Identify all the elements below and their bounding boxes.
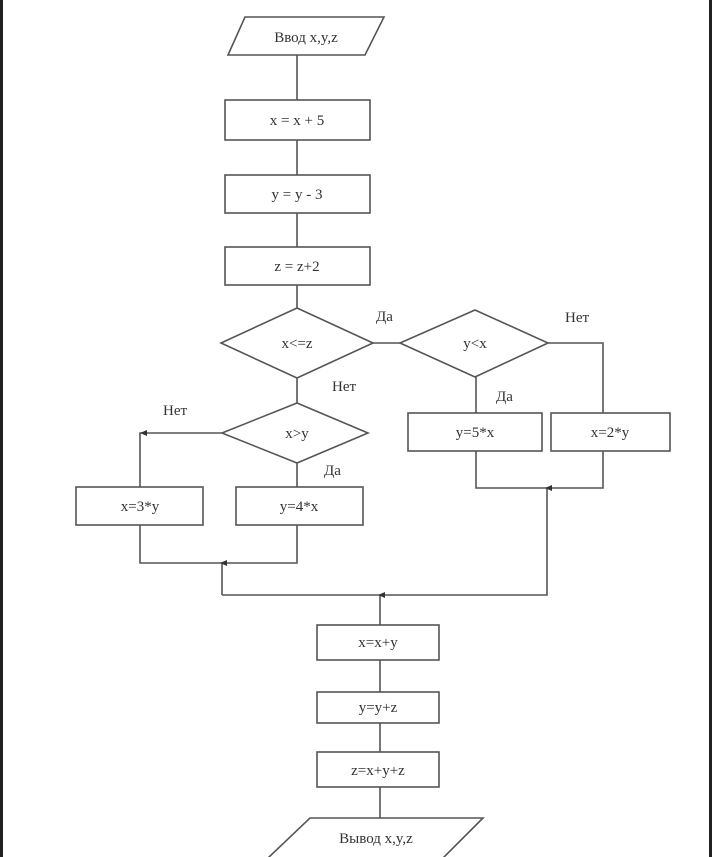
step6-label: z=x+y+z [351, 763, 405, 779]
step5-label: y=y+z [359, 700, 398, 716]
input-block: Ввод x,y,z [226, 16, 386, 56]
cond2-label: y<x [463, 336, 487, 352]
step2-label: y = y - 3 [272, 187, 323, 203]
arrow-icon [378, 592, 385, 598]
cond2-no-label: Нет [565, 310, 589, 326]
x2y-label: x=2*y [591, 425, 630, 441]
cond1-no-label: Нет [332, 379, 356, 395]
y5x-label: y=5*x [456, 425, 495, 441]
process-y4x: y=4*x [235, 486, 364, 526]
connectors [139, 55, 604, 818]
decision-x-gt-y: x>y [219, 402, 371, 464]
process-y5x: y=5*x [407, 412, 543, 452]
process-step5: y=y+z [316, 691, 440, 724]
arrow-icon [220, 560, 227, 566]
process-step4: x=x+y [316, 624, 440, 661]
process-step3: z = z+2 [224, 246, 371, 286]
cond3-no-label: Нет [163, 403, 187, 419]
process-step2: y = y - 3 [224, 174, 371, 214]
output-block: Вывод x,y,z [267, 817, 485, 857]
cond1-yes-label: Да [376, 309, 393, 325]
step1-label: x = x + 5 [270, 113, 324, 129]
arrow-icon [545, 485, 552, 491]
x3y-label: x=3*y [121, 499, 160, 515]
cond3-label: x>y [285, 426, 309, 442]
process-step1: x = x + 5 [224, 99, 371, 141]
cond3-yes-label: Да [324, 463, 341, 479]
step3-label: z = z+2 [274, 259, 319, 275]
process-step6: z=x+y+z [316, 751, 440, 788]
cond2-yes-label: Да [496, 389, 513, 405]
decision-x-le-z: x<=z [219, 307, 375, 379]
decision-y-lt-x: y<x [398, 309, 550, 378]
cond1-label: x<=z [281, 336, 312, 352]
process-x2y: x=2*y [550, 412, 671, 452]
output-label: Вывод x,y,z [339, 831, 413, 847]
step4-label: x=x+y [358, 635, 398, 651]
input-label: Ввод x,y,z [274, 30, 338, 46]
arrow-icon [140, 430, 147, 436]
y4x-label: y=4*x [280, 499, 319, 515]
process-x3y: x=3*y [75, 486, 204, 526]
